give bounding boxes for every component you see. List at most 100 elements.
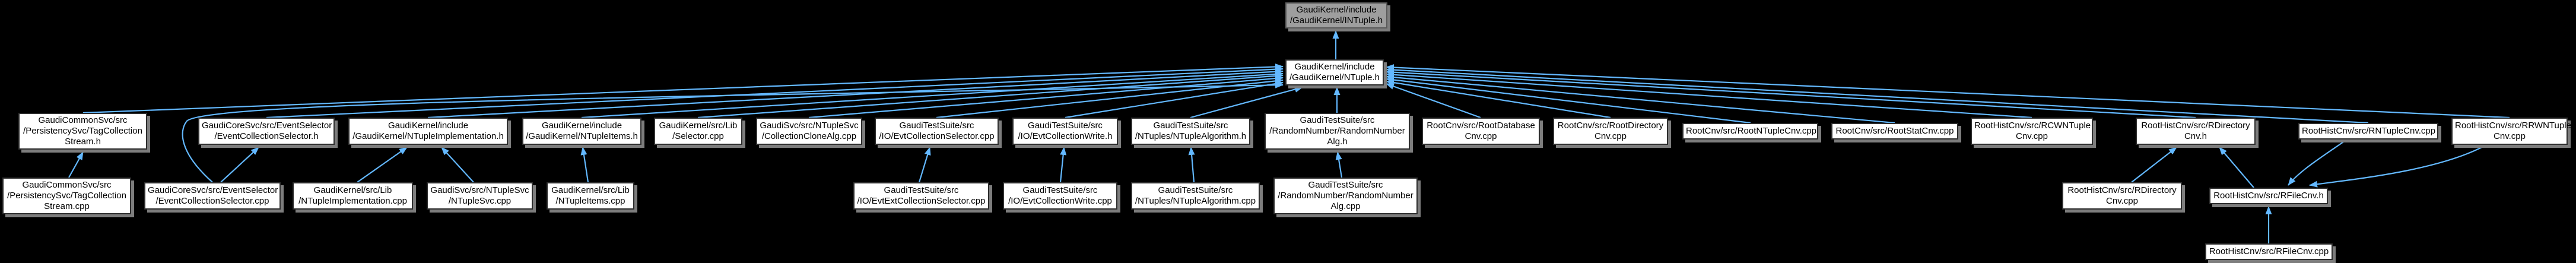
graph-node-m9[interactable]: GaudiTestSuite/src/RandomNumber/RandomNu… xyxy=(1273,178,1418,214)
graph-node-m8[interactable]: GaudiTestSuite/src/NTuples/NTupleAlgorit… xyxy=(1131,182,1260,210)
graph-node-m7[interactable]: GaudiTestSuite/src/IO/EvtCollectionWrite… xyxy=(1003,182,1117,210)
include-edge-m5-n5 xyxy=(580,147,589,183)
graph-node-n6[interactable]: GaudiKernel/src/Lib/Selector.cpp xyxy=(654,118,742,145)
node-label-line: GaudiCoreSvc/src/EventSelector xyxy=(148,185,278,195)
include-edge-n4-ntuple xyxy=(427,68,1284,119)
node-label-line: GaudiKernel/include xyxy=(1294,62,1375,72)
include-edge-n17-ntuple xyxy=(1386,69,2196,119)
graph-node-m4[interactable]: GaudiSvc/src/NTupleSvc/NTupleSvc.cpp xyxy=(427,182,533,210)
node-label-line: /NTupleSvc.cpp xyxy=(448,196,512,206)
node-label-line: GaudiCommonSvc/src xyxy=(22,180,112,190)
include-edge-m3-n4 xyxy=(357,147,408,183)
node-label-line: Cnv.h xyxy=(2184,131,2207,141)
graph-node-n15[interactable]: RootCnv/src/RootStatCnv.cpp xyxy=(1831,123,1958,140)
node-label-line: GaudiKernel/include xyxy=(387,121,469,131)
graph-node-n8[interactable]: GaudiTestSuite/src/IO/EvtCollectionSelec… xyxy=(875,118,999,145)
node-label-line: GaudiKernel/include xyxy=(1296,5,1377,15)
node-label-line: RootCnv/src/RootNTupleCnv.cpp xyxy=(1686,126,1817,136)
include-edge-n2-ntuple xyxy=(82,64,1284,114)
include-edge-m2-ntuple xyxy=(182,81,1284,183)
graph-node-root[interactable]: GaudiKernel/include/GaudiKernel/INTuple.… xyxy=(1285,2,1387,28)
node-label-line: RootCnv/src/RootDatabase xyxy=(1427,121,1535,131)
graph-node-n9[interactable]: GaudiTestSuite/src/IO/EvtCollectionWrite… xyxy=(1012,118,1118,145)
include-edge-m4-n4 xyxy=(441,147,474,183)
node-label-line: GaudiKernel/src/Lib xyxy=(313,185,392,195)
node-label-line: GaudiTestSuite/src xyxy=(1158,185,1233,195)
node-label-line: /PersistencySvc/TagCollection xyxy=(7,191,126,201)
graph-node-n14[interactable]: RootCnv/src/RootNTupleCnv.cpp xyxy=(1682,123,1818,140)
include-edge-n18-ntuple xyxy=(1386,66,2369,124)
graph-node-n11[interactable]: GaudiTestSuite/src/RandomNumber/RandomNu… xyxy=(1265,113,1410,150)
node-label-line: RootHistCnv/src/RCWNTuple xyxy=(1974,121,2091,131)
include-edge-m1-n2 xyxy=(68,151,84,178)
node-label-line: GaudiCoreSvc/src/EventSelector xyxy=(202,121,332,131)
include-edge-n14-ntuple xyxy=(1386,77,1751,124)
node-label-line: Cnv.cpp xyxy=(1594,131,1627,141)
graph-node-n18[interactable]: RootHistCnv/src/RNTupleCnv.cpp xyxy=(2298,123,2438,140)
graph-node-n3[interactable]: GaudiCoreSvc/src/EventSelector/EventColl… xyxy=(198,118,335,145)
node-label-line: GaudiSvc/src/NTupleSvc xyxy=(760,121,859,131)
node-label-line: GaudiSvc/src/NTupleSvc xyxy=(430,185,529,195)
include-edge-n7-ntuple xyxy=(808,75,1284,119)
node-label-line: Alg.h xyxy=(1327,137,1348,147)
graph-node-n5[interactable]: GaudiKernel/include/GaudiKernel/NTupleIt… xyxy=(522,118,641,145)
graph-node-ntuple[interactable]: GaudiKernel/include/GaudiKernel/NTuple.h xyxy=(1285,59,1384,85)
node-label-line: /IO/EvtCollectionSelector.cpp xyxy=(879,131,995,141)
node-label-line: GaudiKernel/src/Lib xyxy=(659,121,738,131)
node-label-line: RootHistCnv/src/RFileCnv.cpp xyxy=(2209,246,2329,256)
node-label-line: GaudiTestSuite/src xyxy=(1300,115,1375,125)
node-label-line: /IO/EvtCollectionWrite.cpp xyxy=(1008,196,1112,206)
node-label-line: RootCnv/src/RootDirectory xyxy=(1557,121,1664,131)
graph-node-m3[interactable]: GaudiKernel/src/Lib/NTupleImplementation… xyxy=(293,182,413,210)
include-edge-n15-ntuple xyxy=(1386,74,1895,124)
node-label-line: Alg.cpp xyxy=(1330,201,1361,211)
node-label-line: /PersistencySvc/TagCollection xyxy=(23,126,142,136)
node-label-line: GaudiTestSuite/src xyxy=(1308,180,1383,190)
graph-node-m1[interactable]: GaudiCommonSvc/src/PersistencySvc/TagCol… xyxy=(2,178,131,214)
node-label-line: RootHistCnv/src/RDirectory xyxy=(2067,185,2177,195)
node-label-line: Cnv.cpp xyxy=(2494,131,2526,141)
node-label-line: /Selector.cpp xyxy=(672,131,724,141)
include-edge-n9-ntuple xyxy=(1065,80,1284,119)
include-edge-m6-n8 xyxy=(918,147,931,183)
node-label-line: /NTuples/NTupleAlgorithm.cpp xyxy=(1135,196,1256,206)
node-label-line: GaudiKernel/src/Lib xyxy=(551,185,630,195)
graph-node-m2[interactable]: GaudiCoreSvc/src/EventSelector/EventColl… xyxy=(144,182,281,210)
node-label-line: RootCnv/src/RootStatCnv.cpp xyxy=(1835,126,1954,136)
graph-node-n7[interactable]: GaudiSvc/src/NTupleSvc/CollectionCloneAl… xyxy=(756,118,862,145)
include-edge-m11-n17 xyxy=(2219,147,2254,188)
node-label-line: GaudiTestSuite/src xyxy=(884,185,959,195)
node-label-line: Cnv.cpp xyxy=(2106,196,2138,206)
node-label-line: /EventCollectionSelector.h xyxy=(214,131,319,141)
include-edge-n13-ntuple xyxy=(1386,79,1611,119)
node-label-line: RootHistCnv/src/RRWNTuple xyxy=(2455,121,2571,131)
node-label-line: /NTuples/NTupleAlgorithm.h xyxy=(1135,131,1247,141)
node-label-line: /NTupleItems.cpp xyxy=(555,196,625,206)
include-edge-m7-n9 xyxy=(1059,147,1067,183)
graph-node-m6[interactable]: GaudiTestSuite/src/IO/EvtExtCollectionSe… xyxy=(853,182,989,210)
include-edge-n5-ntuple xyxy=(581,71,1284,119)
node-label-line: /GaudiKernel/NTuple.h xyxy=(1289,72,1380,83)
graph-node-n10[interactable]: GaudiTestSuite/src/NTuples/NTupleAlgorit… xyxy=(1131,118,1250,145)
node-label-line: Stream.cpp xyxy=(44,201,90,211)
graph-node-m11[interactable]: RootHistCnv/src/RFileCnv.h xyxy=(2209,188,2328,204)
node-label-line: /RandomNumber/RandomNumber xyxy=(1278,191,1414,201)
node-label-line: Stream.h xyxy=(65,137,101,147)
include-edge-n3-ntuple xyxy=(266,66,1284,119)
graph-node-n4[interactable]: GaudiKernel/include/GaudiKernel/NTupleIm… xyxy=(348,118,508,145)
graph-node-n2[interactable]: GaudiCommonSvc/src/PersistencySvc/TagCol… xyxy=(18,113,147,150)
node-label-line: RootHistCnv/src/RNTupleCnv.cpp xyxy=(2302,126,2436,136)
include-edge-n19-m11 xyxy=(2309,144,2487,188)
node-label-line: /GaudiKernel/NTupleItems.h xyxy=(526,131,638,141)
include-edge-n18-m11 xyxy=(2288,139,2348,186)
graph-node-m12[interactable]: RootHistCnv/src/RFileCnv.cpp xyxy=(2205,243,2333,260)
node-label-line: /RandomNumber/RandomNumber xyxy=(1269,126,1405,136)
graph-node-m5[interactable]: GaudiKernel/src/Lib/NTupleItems.cpp xyxy=(547,182,634,210)
